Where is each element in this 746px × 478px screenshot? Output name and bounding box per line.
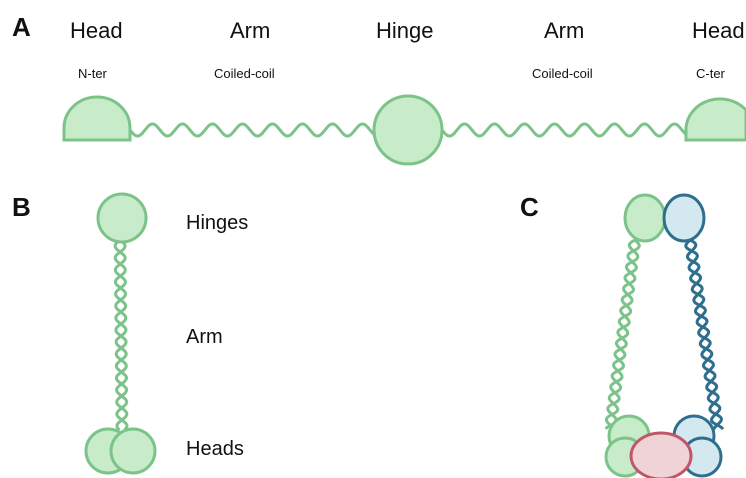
panel-b-folded-smc xyxy=(86,194,155,473)
green-hinge xyxy=(625,195,665,241)
hinge-circle xyxy=(374,96,442,164)
panel-a-linear-smc xyxy=(64,96,746,164)
kleisin-subunit xyxy=(631,433,691,478)
blue-hinge xyxy=(664,195,704,241)
head-circle xyxy=(111,429,155,473)
coiled-coil-right-wave xyxy=(442,124,688,136)
green-arm-strand-1 xyxy=(606,240,637,430)
hinge-circle xyxy=(98,194,146,242)
head-n-ter-shape xyxy=(64,97,130,140)
head-c-ter-shape xyxy=(686,99,746,140)
panel-c-smc-complex xyxy=(606,195,723,478)
blue-arm-strand-2 xyxy=(687,240,721,431)
coiled-coil-left-wave xyxy=(130,124,374,136)
